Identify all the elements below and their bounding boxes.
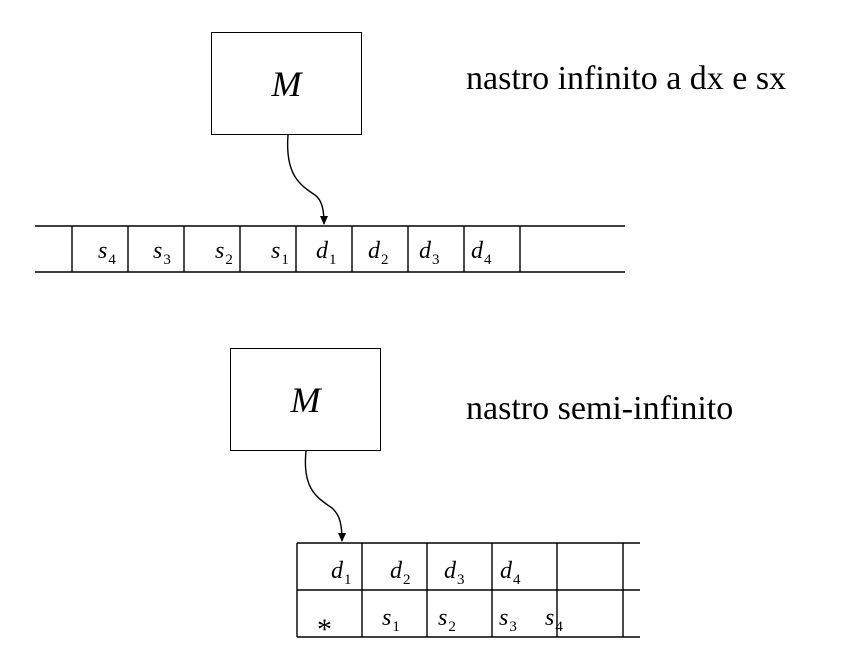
top-head-arrow — [286, 134, 328, 225]
tape-cell-s4: s4 — [98, 238, 116, 268]
upper-track-d2: d2 — [390, 558, 411, 588]
tape-cell-s3: s3 — [153, 238, 171, 268]
machine-box-bottom: M — [230, 348, 381, 451]
lower-track-s1: s1 — [382, 605, 400, 635]
bottom-head-arrow — [304, 450, 346, 542]
machine-label-top: M — [271, 63, 302, 104]
lower-track-s4: s4 — [545, 605, 563, 635]
infinite-tape — [35, 225, 625, 273]
tape-cell-d3: d3 — [419, 238, 440, 268]
machine-label-bottom: M — [290, 379, 321, 420]
tape-cell-d4: d4 — [471, 238, 492, 268]
upper-track-d3: d3 — [444, 558, 465, 588]
lower-track-s3: s3 — [499, 605, 517, 635]
upper-track-d1: d1 — [331, 558, 352, 588]
upper-track-d4: d4 — [500, 558, 521, 588]
caption-semi-infinite-tape: nastro semi-infinito — [466, 390, 734, 427]
machine-box-top: M — [211, 32, 362, 135]
lower-track-s2: s2 — [438, 605, 456, 635]
caption-infinite-tape: nastro infinito a dx e sx — [466, 60, 787, 97]
tape-cell-s2: s2 — [215, 238, 233, 268]
semi-infinite-tape — [296, 542, 640, 638]
tape-cell-s1: s1 — [271, 238, 289, 268]
start-marker: * — [317, 613, 332, 646]
tape-cell-d1: d1 — [316, 238, 337, 268]
tape-cell-d2: d2 — [368, 238, 389, 268]
